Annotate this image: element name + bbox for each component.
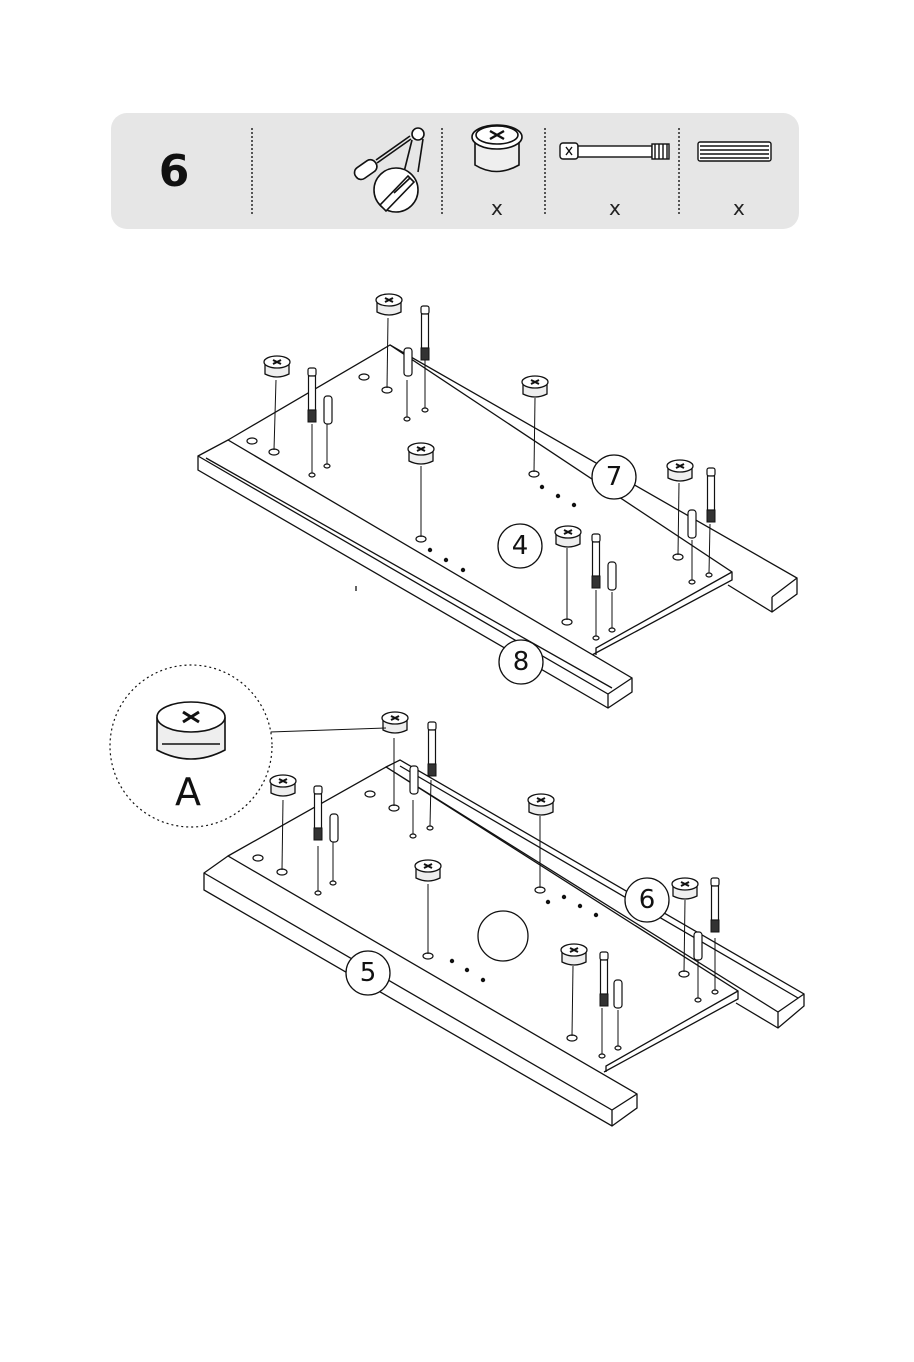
part-label-5: 5 [354, 958, 382, 988]
upper-assembly [198, 345, 797, 708]
part-label-7: 7 [600, 462, 628, 492]
part-label-6: 6 [633, 885, 661, 915]
part-label-4: 4 [506, 531, 534, 561]
part-label-8: 8 [507, 647, 535, 677]
cam-lock-nut-detail-icon [157, 702, 225, 759]
detail-label: A [175, 770, 201, 814]
lower-assembly [204, 760, 804, 1126]
